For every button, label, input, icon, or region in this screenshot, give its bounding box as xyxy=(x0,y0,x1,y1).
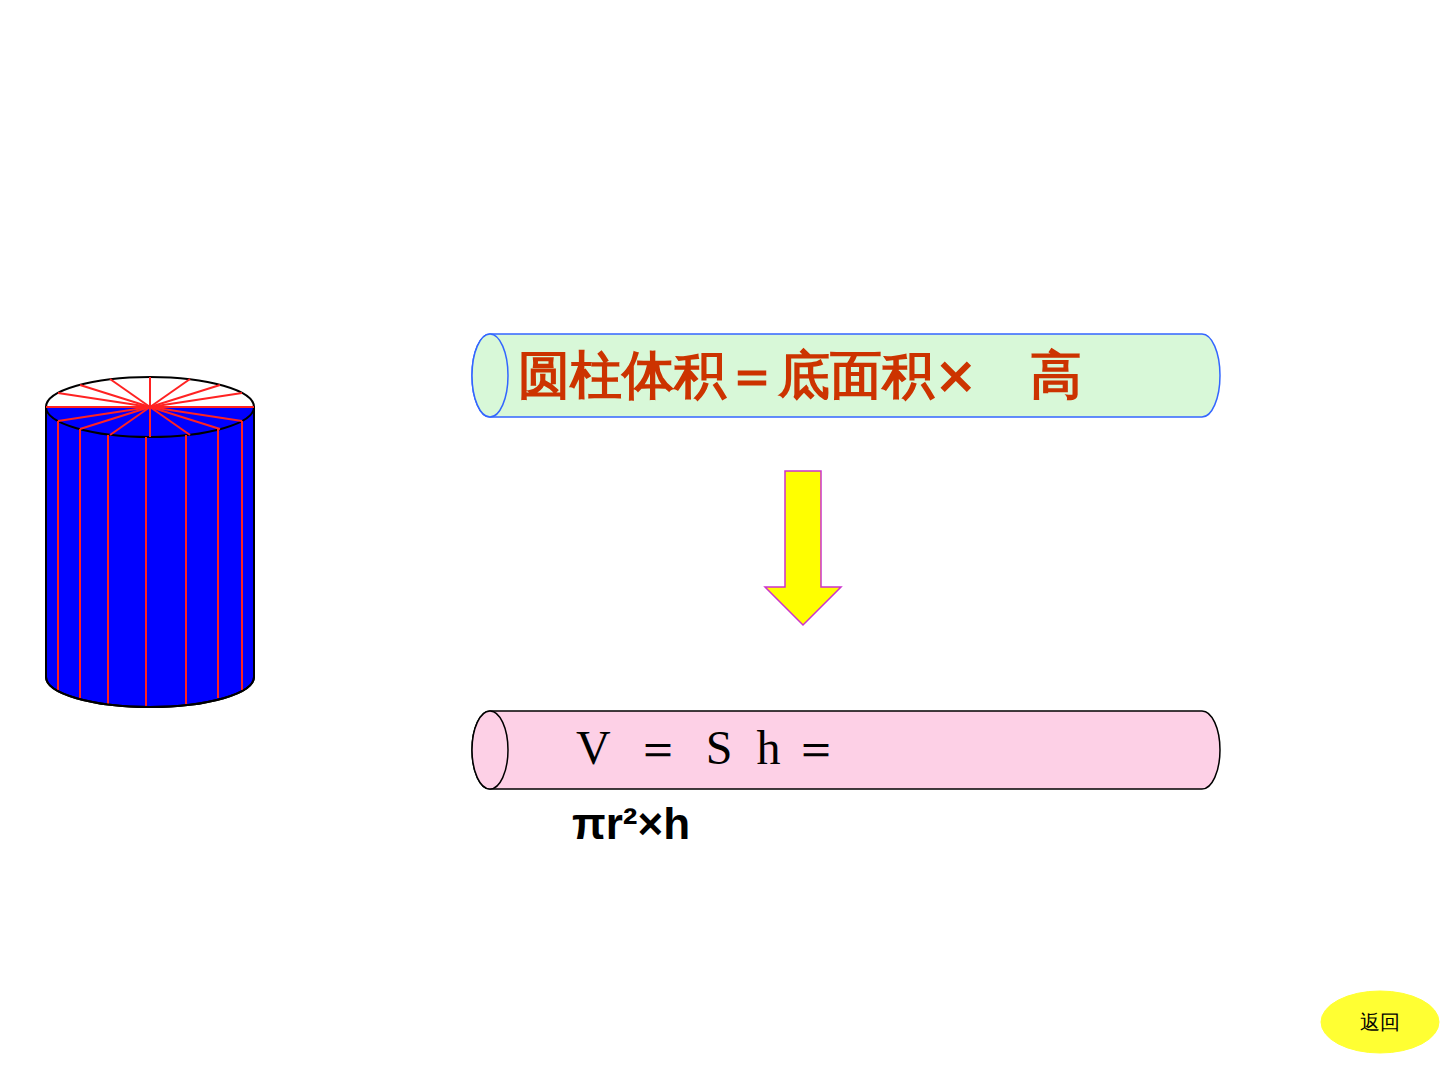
formula-text: πr²×h xyxy=(572,796,690,851)
return-button: 返回 xyxy=(1320,990,1440,1054)
block-arrow xyxy=(765,471,841,625)
node-label: 返回 xyxy=(1360,1010,1400,1035)
formula-tube: V ＝ S h ＝πr²×h xyxy=(472,710,1220,790)
node-label: V ＝ S h ＝ xyxy=(576,718,841,778)
node-label: 圆柱体积＝底面积× 高 xyxy=(518,343,1082,408)
formula-tube: 圆柱体积＝底面积× 高 xyxy=(472,333,1220,418)
